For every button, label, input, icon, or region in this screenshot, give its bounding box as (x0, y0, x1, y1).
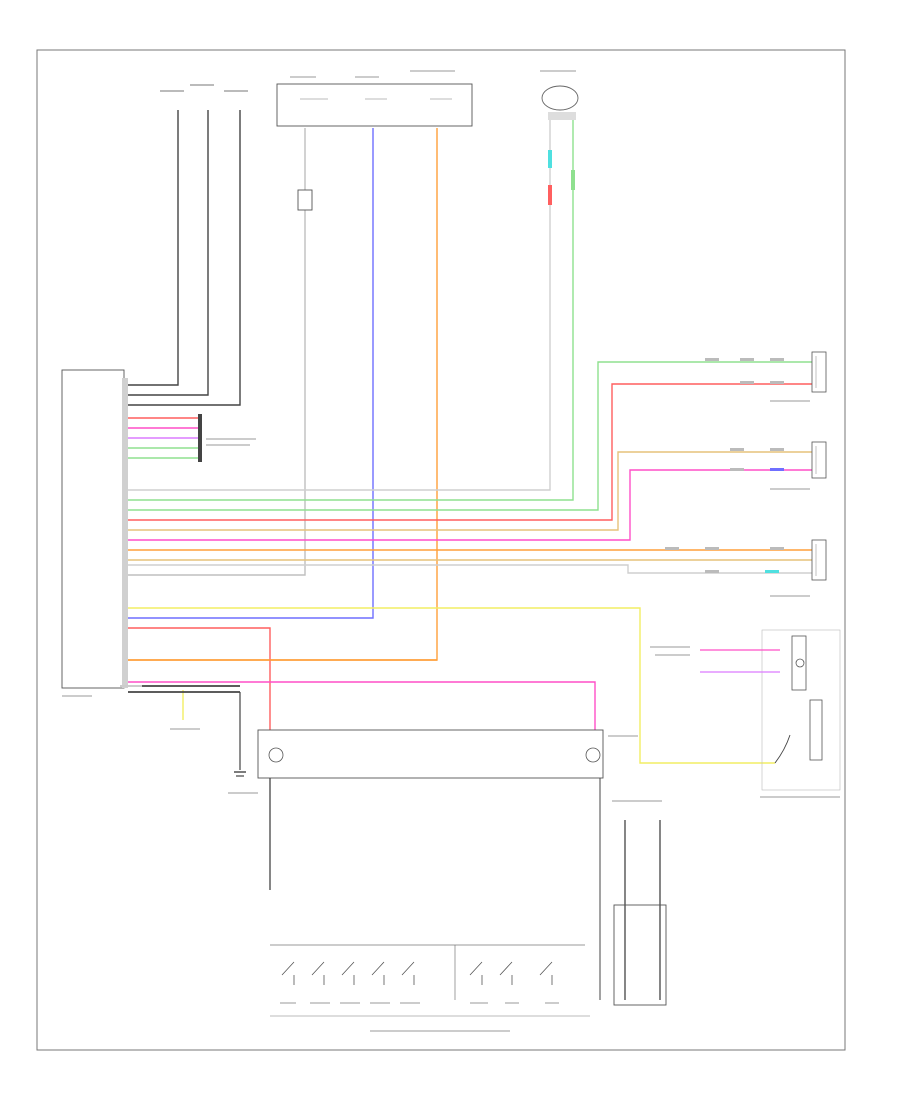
wire-gray-fuse-1 (128, 128, 306, 576)
black-wires (128, 84, 248, 406)
wire-mic-right (128, 120, 574, 501)
resistor-icon (297, 189, 313, 211)
wire-red-steering (128, 627, 271, 730)
speaker-connector-icon (811, 539, 827, 581)
combination-meter (650, 629, 841, 798)
ground-icon (234, 771, 246, 777)
steering-switch-assembly (270, 944, 590, 1032)
switch-icon (281, 961, 553, 985)
wire-green-front-left (128, 361, 812, 511)
lower-black-bars (128, 685, 241, 770)
wire-pink-steering (128, 681, 596, 730)
connector-strip (122, 378, 128, 688)
fuse-labels (290, 70, 455, 100)
diagram-frame (36, 49, 846, 1051)
wire-color-markers (665, 358, 784, 573)
control-unit-box (61, 369, 125, 689)
wire-gray-rear-right (128, 564, 812, 574)
wire-blue-fuse-2 (128, 128, 374, 619)
lower-black-wires (269, 778, 662, 1000)
wire-mic-left (128, 120, 551, 491)
connector-stubs (128, 414, 256, 462)
speaker-connector-icon (811, 441, 827, 479)
speaker-connector-icon (811, 351, 827, 393)
wire-orange-fuse-3 (128, 128, 438, 661)
wire-tan-front-right (128, 451, 812, 531)
steering-unit (257, 729, 638, 779)
wire-yellow (128, 607, 775, 764)
microphone-component (540, 70, 579, 120)
switch-labels (280, 1002, 559, 1004)
fuse-block (276, 83, 473, 127)
horn-switch-box (613, 904, 667, 1006)
wire-red-front-left (128, 383, 812, 521)
wire-pink-front-right (128, 469, 812, 541)
